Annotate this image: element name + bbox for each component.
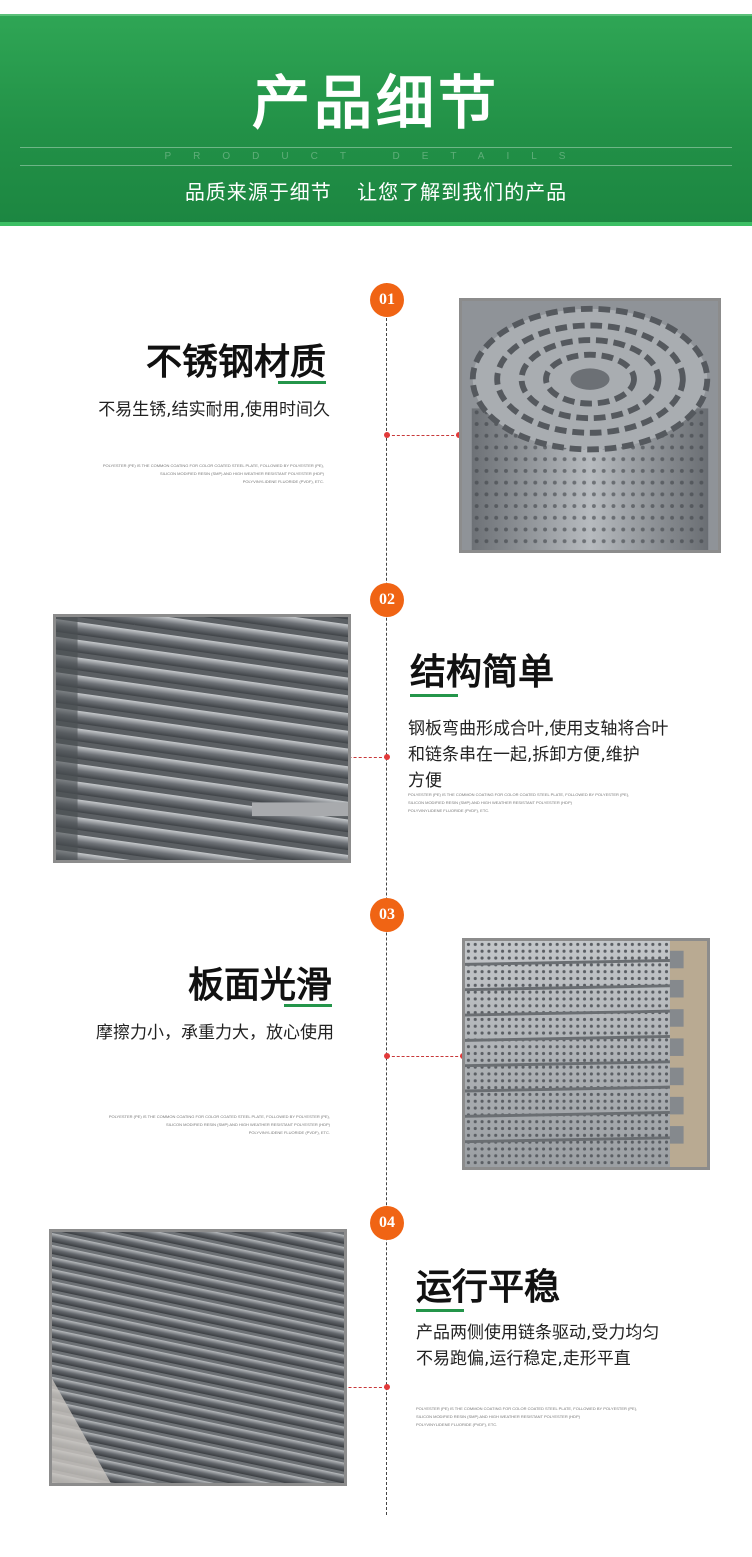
connector-line — [387, 435, 459, 436]
feature-title-underline — [410, 694, 458, 697]
banner-subtitle-en: PRODUCT DETAILS — [164, 151, 588, 162]
feature-title: 运行平稳 — [416, 1267, 561, 1308]
stainless-steel-chain-plate-roll-photo — [459, 298, 721, 553]
fine-print-line: SILICON MODIFIED RESIN (SMP) AND HIGH WE… — [416, 1414, 580, 1419]
feature-description-line: 产品两侧使用链条驱动,受力均匀 — [416, 1323, 660, 1343]
fine-print-line: SILICON MODIFIED RESIN (SMP) AND HIGH WE… — [408, 800, 572, 805]
connector-dot — [384, 1384, 390, 1390]
fine-print-line: POLYESTER (PE) IS THE COMMON COATING FOR… — [408, 792, 630, 797]
feature-number-badge: 04 — [370, 1206, 404, 1240]
feature-description-line: 和链条串在一起,拆卸方便,维护 — [408, 745, 640, 765]
fine-print-line: POLYESTER (PE) IS THE COMMON COATING FOR… — [416, 1406, 638, 1411]
banner-divider-bottom — [20, 165, 732, 166]
fine-print-line: POLYVINYLIDENE FLUORIDE (PVDF), ETC. — [242, 479, 324, 484]
feature-title: 结构简单 — [410, 652, 555, 693]
chain-driven-conveyor-belt-photo — [49, 1229, 347, 1486]
feature-description-line: 钢板弯曲形成合叶,使用支轴将合叶 — [408, 719, 669, 739]
perforated-plate-surface-photo — [462, 938, 710, 1170]
feature-description: 不易生锈,结实耐用,使用时间久 — [20, 397, 330, 423]
connector-dot — [384, 1053, 390, 1059]
feature-title-underline — [284, 1004, 332, 1007]
hinged-chain-plate-structure-photo — [53, 614, 351, 863]
connector-dot — [384, 432, 390, 438]
feature-fine-print: POLYESTER (PE) IS THE COMMON COATING FOR… — [60, 462, 324, 486]
feature-number-badge: 03 — [370, 898, 404, 932]
feature-description-line: 不易生锈,结实耐用,使用时间久 — [98, 400, 330, 420]
feature-fine-print: POLYESTER (PE) IS THE COMMON COATING FOR… — [408, 791, 708, 815]
feature-title: 板面光滑 — [187, 965, 332, 1006]
feature-description: 钢板弯曲形成合叶,使用支轴将合叶 和链条串在一起,拆卸方便,维护 方便 — [408, 716, 738, 794]
feature-number-badge: 01 — [370, 283, 404, 317]
fine-print-line: SILICON MODIFIED RESIN (SMP) AND HIGH WE… — [160, 471, 324, 476]
fine-print-line: POLYVINYLIDENE FLUORIDE (PVDF), ETC. — [408, 808, 490, 813]
fine-print-line: SILICON MODIFIED RESIN (SMP) AND HIGH WE… — [166, 1122, 330, 1127]
feature-title-underline — [278, 381, 326, 384]
connector-dot — [384, 754, 390, 760]
fine-print-line: POLYESTER (PE) IS THE COMMON COATING FOR… — [108, 1114, 330, 1119]
feature-description: 产品两侧使用链条驱动,受力均匀 不易跑偏,运行稳定,走形平直 — [416, 1320, 736, 1372]
fine-print-line: POLYESTER (PE) IS THE COMMON COATING FOR… — [102, 463, 324, 468]
connector-line — [387, 1056, 463, 1057]
header-banner: 产品细节 PRODUCT DETAILS 品质来源于细节 让您了解到我们的产品 — [0, 14, 752, 226]
feature-description-line: 方便 — [408, 771, 442, 791]
banner-top-line — [0, 14, 752, 16]
feature-number-badge: 02 — [370, 583, 404, 617]
fine-print-line: POLYVINYLIDENE FLUORIDE (PVDF), ETC. — [248, 1130, 330, 1135]
banner-bottom-line — [0, 222, 752, 226]
banner-title: 产品细节 — [251, 69, 500, 137]
feature-fine-print: POLYESTER (PE) IS THE COMMON COATING FOR… — [416, 1405, 716, 1429]
banner-divider-top — [20, 147, 732, 148]
banner-tagline: 品质来源于细节 让您了解到我们的产品 — [184, 180, 568, 204]
feature-description-line: 摩擦力小，承重力大，放心使用 — [96, 1023, 334, 1043]
feature-description-line: 不易跑偏,运行稳定,走形平直 — [416, 1349, 631, 1369]
connector-line — [313, 1387, 387, 1388]
feature-title-underline — [416, 1309, 464, 1312]
fine-print-line: POLYVINYLIDENE FLUORIDE (PVDF), ETC. — [416, 1422, 498, 1427]
feature-description: 摩擦力小，承重力大，放心使用 — [20, 1020, 334, 1046]
feature-title: 不锈钢材质 — [145, 342, 326, 383]
feature-fine-print: POLYESTER (PE) IS THE COMMON COATING FOR… — [50, 1113, 330, 1137]
